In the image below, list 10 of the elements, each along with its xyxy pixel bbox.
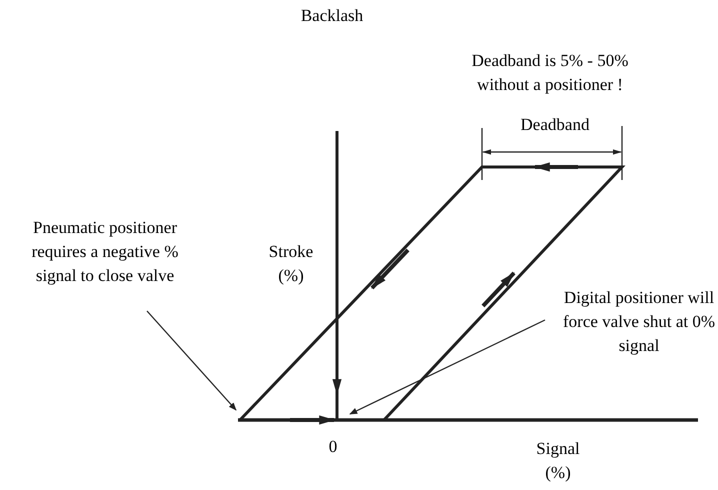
tick-label: 0	[328, 436, 338, 458]
note-text: Deadband is 5% - 50% without a positioner !	[470, 50, 630, 96]
axis-label: Signal (%)	[535, 438, 581, 484]
callout-text: Digital positioner will force valve shut at 0% signal	[562, 286, 716, 358]
callout-text: Pneumatic positioner requires a negative % signal to close valve	[12, 216, 198, 288]
leader-line	[146, 310, 237, 411]
dimension-label: Deadband	[520, 114, 590, 136]
leader-line	[349, 319, 546, 415]
axis-label: Stroke (%)	[268, 241, 314, 287]
diagram-title: Backlash	[300, 5, 364, 27]
